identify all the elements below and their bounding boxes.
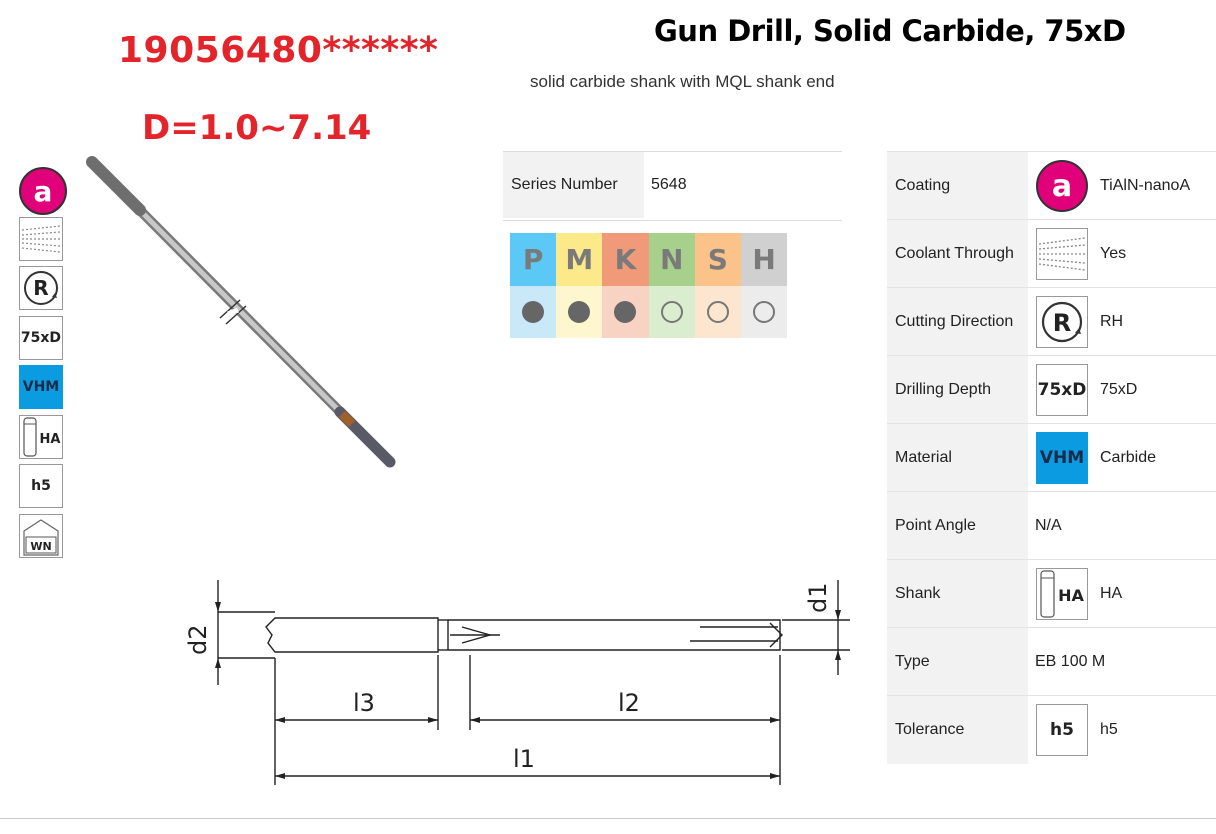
shank-icon-label: HA (40, 432, 61, 447)
spec-label: Shank (887, 560, 1028, 628)
spec-row-coating: Coating a TiAlN-nanoA (887, 151, 1216, 220)
material-group-n: N (648, 233, 695, 286)
product-title: Gun Drill, Solid Carbide, 75xD (654, 14, 1126, 48)
series-number-label: Series Number (503, 152, 644, 218)
spec-value: N/A (1035, 517, 1062, 534)
spec-label: Point Angle (887, 492, 1028, 560)
spec-value: RH (1100, 313, 1124, 330)
dim-d1: d1 (804, 582, 832, 613)
norm-icon-label: WN (30, 540, 51, 553)
vhm-material-icon: VHM (19, 365, 63, 409)
material-letter: K (614, 242, 637, 276)
spec-row-drilling-depth: Drilling Depth 75xD 75xD (887, 355, 1216, 424)
dim-l3: l3 (353, 689, 375, 717)
spec-value: Yes (1100, 245, 1127, 262)
unsuitable-dot-icon (660, 300, 683, 323)
spec-row-type: Type EB 100 M (887, 627, 1216, 696)
tolerance-icon: h5 (19, 464, 63, 508)
series-number-value: 5648 (651, 176, 687, 193)
material-suitability-k (602, 285, 649, 338)
material-group-h: H (741, 233, 788, 286)
spec-label: Coolant Through (887, 220, 1028, 288)
material-letter: H (752, 242, 776, 276)
norm-icon: WN (19, 514, 63, 558)
spec-row-cutting-direction: Cutting Direction R RH (887, 287, 1216, 356)
dim-l2: l2 (618, 689, 640, 717)
spec-row-point-angle: Point Angle N/A (887, 491, 1216, 560)
material-letter: N (659, 242, 684, 276)
coating-icon: a (19, 167, 67, 215)
svg-text:R: R (1053, 309, 1071, 337)
shank-icon: HA (1036, 568, 1088, 620)
spec-row-shank: Shank HA HA (887, 559, 1216, 628)
drill-product-image (86, 156, 396, 468)
technical-drawing: l3 l2 l1 d2 d1 (184, 580, 850, 785)
material-letter: P (522, 242, 544, 276)
spec-value: h5 (1100, 721, 1118, 738)
material-letter: S (707, 242, 728, 276)
series-number-row: Series Number 5648 (503, 151, 842, 221)
material-suitability-n (648, 285, 695, 338)
dim-l1: l1 (513, 745, 535, 773)
suitable-dot-icon (522, 300, 545, 323)
spec-value: 75xD (1100, 381, 1138, 398)
vhm-material-icon: VHM (1036, 432, 1088, 484)
svg-text:HA: HA (1058, 586, 1084, 605)
spec-label: Material (887, 424, 1028, 492)
diameter-range: D=1.0~7.14 (142, 108, 372, 148)
svg-text:R: R (33, 276, 48, 300)
part-number: 19056480****** (118, 30, 439, 71)
spec-value: HA (1100, 585, 1123, 602)
material-group-p: P (510, 233, 557, 286)
coating-icon-label: a (1036, 160, 1088, 212)
spec-label: Cutting Direction (887, 288, 1028, 356)
spec-row-tolerance: Tolerance h5 h5 (887, 695, 1216, 764)
suitable-dot-icon (614, 300, 637, 323)
material-letter: M (565, 242, 594, 276)
product-subtitle: solid carbide shank with MQL shank end (530, 72, 835, 91)
spec-value: Carbide (1100, 449, 1157, 466)
coolant-icon (1036, 228, 1088, 280)
material-suitability-s (694, 285, 741, 338)
spec-label: Coating (887, 152, 1028, 220)
spec-label: Type (887, 628, 1028, 696)
shank-icon: HA (19, 415, 63, 459)
spec-value: TiAlN-nanoA (1100, 177, 1191, 194)
material-suitability-h (741, 285, 788, 338)
material-suitability-m (556, 285, 603, 338)
material-group-k: K (602, 233, 649, 286)
material-suitability-p (510, 285, 557, 338)
suitable-dot-icon (568, 300, 591, 323)
cutting-direction-icon: R (19, 266, 63, 310)
spec-label: Drilling Depth (887, 356, 1028, 424)
coolant-icon (19, 217, 63, 261)
tolerance-icon: h5 (1036, 704, 1088, 756)
spec-row-coolant: Coolant Through Yes (887, 219, 1216, 288)
drilling-depth-icon: 75xD (1036, 364, 1088, 416)
coating-icon: a (1036, 160, 1088, 212)
dim-d2: d2 (184, 624, 212, 655)
spec-row-material: Material VHM Carbide (887, 423, 1216, 492)
spec-value: EB 100 M (1035, 653, 1106, 670)
material-group-s: S (694, 233, 741, 286)
unsuitable-dot-icon (753, 300, 776, 323)
cutting-direction-icon: R (1036, 296, 1088, 348)
unsuitable-dot-icon (706, 300, 729, 323)
bottom-divider (0, 818, 1216, 819)
drilling-depth-icon: 75xD (19, 316, 63, 360)
material-group-m: M (556, 233, 603, 286)
spec-label: Tolerance (887, 696, 1028, 764)
